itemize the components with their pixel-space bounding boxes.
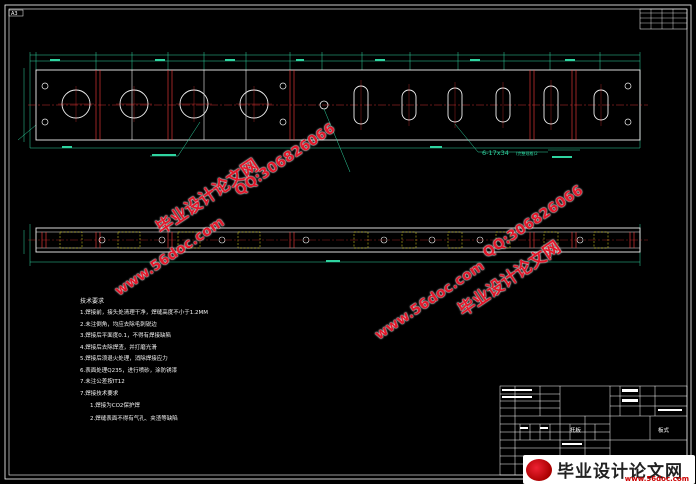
small-holes bbox=[41, 82, 632, 126]
sheet-tag-box bbox=[8, 9, 24, 17]
site-logo[interactable]: 毕业设计论文网 www.56doc.com bbox=[523, 455, 695, 484]
note-line: 2.未注倒角，均应去除毛刺锐边 bbox=[80, 321, 157, 328]
top-dimension-values bbox=[50, 59, 575, 148]
note-line: 6.表面处理Q235，进行喷砂，涂防锈漆 bbox=[80, 367, 178, 374]
leader-note-right bbox=[552, 156, 572, 158]
note-line: 7.焊接技术要求 bbox=[80, 390, 119, 397]
weld-strips bbox=[95, 70, 577, 140]
logo-name: 毕业设计论文网 bbox=[557, 462, 683, 482]
leader-lines bbox=[150, 108, 580, 173]
top-view: 6-17x34 (完整规格)2 bbox=[17, 52, 648, 173]
front-dim-value bbox=[326, 260, 340, 262]
technical-notes: 技术要求 1.焊接前，接头处清理干净，焊缝高度不小于1.2MM 2.未注倒角，均… bbox=[80, 296, 280, 426]
round-hole-centerlines bbox=[58, 86, 272, 122]
note-line: 3.焊接后平面度0.1，不得有焊接缺陷 bbox=[80, 333, 171, 339]
note-line: 4.焊接后去除焊渣，并打磨光滑 bbox=[80, 344, 157, 351]
part-name: 托板 bbox=[570, 426, 582, 434]
slot-callout: 6-17x34 bbox=[482, 149, 509, 157]
outer-frame bbox=[4, 4, 692, 480]
slot-centerlines bbox=[360, 80, 602, 130]
note-sub-line: 1.焊接为CO2保护焊 bbox=[90, 403, 140, 409]
inner-frame bbox=[8, 8, 688, 476]
note-line: 1.焊接前，接头处清理干净，焊缝高度不小于1.2MM bbox=[80, 310, 208, 316]
front-view bbox=[23, 224, 648, 266]
leader-note-left bbox=[152, 154, 176, 156]
slot-callout-suffix: (完整规格)2 bbox=[516, 150, 538, 156]
note-sub-line: 2.焊缝表面不得有气孔、夹渣等缺陷 bbox=[90, 416, 178, 422]
sheet-tag: A3 bbox=[11, 11, 18, 17]
title-block-fill bbox=[502, 389, 682, 445]
technical-notes-heading: 技术要求 bbox=[80, 298, 105, 305]
logo-site: www.56doc.com bbox=[624, 475, 689, 483]
note-line: 7.未注公差按IT12 bbox=[80, 379, 125, 385]
title-block-label: 板式 bbox=[658, 426, 670, 434]
note-line: 5.焊接后须退火处理，消除焊接应力 bbox=[80, 356, 168, 362]
logo-badge-icon bbox=[526, 458, 552, 481]
drawing-number-tag bbox=[639, 8, 688, 30]
